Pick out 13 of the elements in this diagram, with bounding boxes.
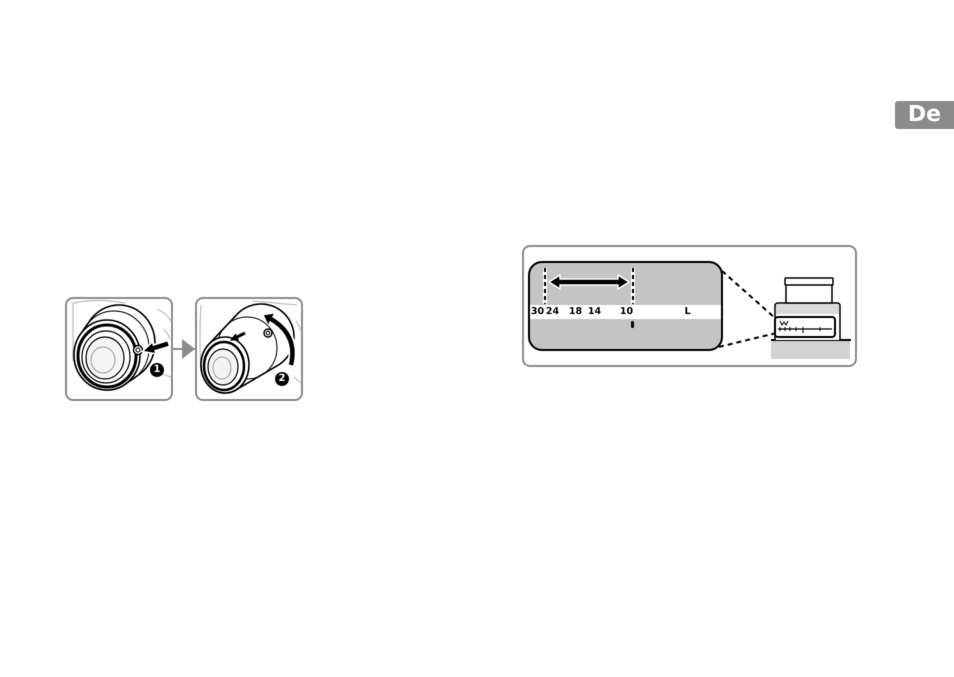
zoom-line (721, 270, 775, 318)
scale-number: 30 (530, 306, 544, 318)
scale-number: 18 (568, 306, 582, 318)
figure-frame (522, 245, 857, 367)
scale-number: 10 (620, 306, 634, 318)
callout-number: 2 (275, 372, 289, 386)
language-tab: De (895, 101, 954, 129)
callout-number: 1 (150, 363, 164, 377)
scale-number: 14 (588, 306, 602, 318)
scale-number: L (684, 306, 691, 318)
sequence-arrow (173, 339, 195, 359)
zoom-line (718, 332, 774, 348)
scale-number: 24 (546, 306, 560, 318)
